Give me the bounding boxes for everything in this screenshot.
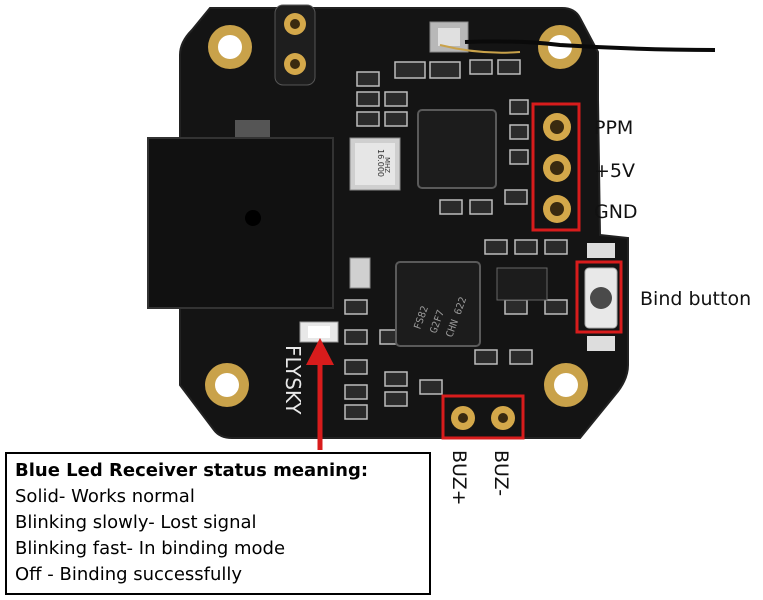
ppm-label: PPM: [594, 117, 634, 139]
buzzer-pads-highlight: [441, 394, 525, 440]
legend-line-slow: Blinking slowly- Lost signal: [15, 512, 257, 533]
gnd-label: GND: [594, 201, 638, 223]
mcu-chip: FS82 G2F7 CHN 622: [395, 261, 481, 347]
crystal-label: 16.000: [376, 149, 385, 177]
bind-button-highlight: [575, 260, 623, 334]
crystal-unit: MHZ: [383, 157, 391, 173]
top-pads: [274, 4, 316, 86]
legend-title: Blue Led Receiver status meaning:: [15, 460, 369, 481]
bind-button-label: Bind button: [640, 288, 752, 310]
crystal-oscillator: 16.000 MHZ: [349, 137, 401, 191]
legend-line-off: Off - Binding successfully: [15, 564, 243, 585]
small-crystal: [349, 257, 371, 289]
smd-components: [344, 59, 568, 420]
buz-minus-label: BUZ-: [490, 450, 512, 497]
mounting-hole: [544, 363, 588, 407]
buzzer-pads: [451, 406, 515, 430]
buzzer: [147, 120, 334, 309]
pcb-board: [179, 7, 629, 439]
plus5v-label: +5V: [594, 160, 636, 182]
led-status-legend: Blue Led Receiver status meaning: Solid-…: [5, 452, 431, 595]
legend-line-solid: Solid- Works normal: [15, 486, 195, 507]
buz-plus-label: BUZ+: [448, 450, 470, 506]
led-arrow: [306, 338, 334, 450]
brand-logo: FLYSKY: [281, 345, 305, 415]
blue-led: [299, 321, 339, 343]
voltage-regulator: [496, 267, 548, 301]
signal-header-highlight: [531, 102, 581, 232]
legend-line-fast: Blinking fast- In binding mode: [15, 538, 286, 559]
rf-chip: [417, 109, 497, 189]
bind-button: [584, 243, 618, 351]
antenna: [429, 21, 716, 54]
mounting-hole: [205, 363, 249, 407]
mounting-hole: [208, 25, 252, 69]
signal-header-pins: [543, 113, 571, 223]
